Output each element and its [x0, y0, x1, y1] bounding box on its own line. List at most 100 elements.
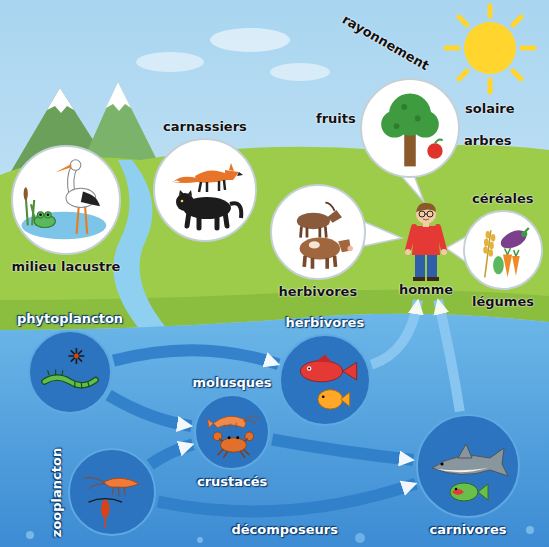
drawing-part [452, 489, 464, 495]
drawing-part [70, 160, 81, 171]
animal-bubble: carnassiers [153, 138, 257, 242]
food-bubble: céréaleslégumes [463, 210, 543, 290]
drawing-part [81, 192, 100, 207]
drawing-part [304, 256, 335, 269]
label-holder: arbres [464, 133, 511, 148]
drawing-part [341, 392, 350, 406]
drawing-part [237, 172, 243, 176]
flow-arrow [114, 350, 279, 364]
drawing-part [478, 484, 488, 500]
drawing-part [220, 438, 246, 452]
drawing-part [316, 354, 332, 362]
drawing-part [101, 500, 109, 518]
node-label: crustacés [197, 474, 267, 489]
label-holder: décomposeurs [232, 522, 339, 537]
drawing-part [325, 203, 334, 211]
drawing-part [488, 6, 493, 16]
drawing-part [396, 200, 456, 282]
drawing-part [244, 416, 260, 425]
node-label: carnivores [430, 522, 507, 537]
animal-bubble: herbivores [270, 184, 366, 280]
drawing-part [228, 436, 231, 439]
food-bubble: fruitsarbres [360, 78, 460, 178]
drawing-part [488, 80, 493, 92]
annotation-label: solaire [465, 101, 515, 116]
drawing-part [498, 227, 529, 252]
drawing-part [106, 82, 131, 111]
drawing-part [0, 145, 549, 330]
node-label: arbres [464, 133, 511, 148]
drawing-part [522, 46, 534, 51]
drawing-part [223, 423, 236, 431]
flow-arrow [109, 395, 192, 426]
drawing-part [436, 468, 488, 472]
drawing-part [343, 362, 357, 380]
drawing-part [136, 52, 204, 72]
label-holder: herbivores [279, 284, 358, 299]
drawing-part [236, 436, 239, 439]
drawing-part [425, 214, 427, 215]
person-drawing [396, 200, 456, 282]
plankton-bubble: zooplancton [68, 448, 156, 536]
drawing-part [459, 71, 467, 79]
flow-arrow [158, 484, 416, 512]
label-holder: zooplancton [12, 485, 101, 500]
node-label: phytoplancton [17, 311, 123, 326]
drawing-part [512, 256, 520, 276]
drawing-part [176, 193, 194, 211]
drawing-part [322, 395, 325, 398]
drawing-part [489, 249, 494, 257]
drawing-part [70, 450, 154, 534]
drawing-part [229, 163, 234, 171]
drawing-part [199, 180, 225, 192]
drawing-part [24, 187, 28, 200]
drawing-part [318, 390, 343, 409]
node-label: herbivores [279, 284, 358, 299]
drawing-part [225, 170, 239, 180]
label-holder: molusques [193, 375, 272, 390]
drawing-part [104, 518, 106, 527]
drawing-part [521, 231, 527, 237]
drawing-part [419, 211, 425, 217]
drawing-part [281, 336, 369, 424]
label-holder: rayonnement [337, 35, 434, 50]
node-label: zooplancton [49, 447, 64, 536]
node-label: céréales [472, 191, 534, 206]
drawing-part [446, 6, 534, 92]
flow-arrow [438, 300, 460, 412]
node-label: milieu lacustre [12, 259, 121, 274]
node-label: carnassiers [163, 119, 247, 134]
drawing-part [83, 477, 105, 488]
drawing-part [308, 368, 310, 370]
drawing-part [45, 212, 51, 218]
drawing-part [401, 104, 407, 110]
drawing-part [213, 416, 245, 427]
drawing-part [104, 478, 139, 487]
drawing-part [218, 449, 250, 458]
drawing-part [13, 147, 119, 253]
drawing-part [423, 219, 429, 220]
label-holder: céréales [472, 191, 534, 206]
drawing-part [155, 140, 255, 240]
node-label: molusques [193, 375, 272, 390]
drawing-part [416, 203, 436, 212]
predator-bubble: carnivores [416, 414, 520, 518]
plankton-bubble: phytoplancton [28, 330, 112, 414]
drawing-part [412, 226, 440, 255]
drawing-part [441, 249, 447, 255]
annotation-label: décomposeurs [232, 522, 339, 537]
drawing-part [39, 214, 42, 217]
label-holder: carnassiers [163, 119, 247, 134]
node-label: herbivores [286, 315, 365, 330]
drawing-part [179, 190, 192, 196]
drawing-part [415, 254, 425, 278]
drawing-part [74, 354, 79, 359]
drawing-part [446, 46, 458, 51]
drawing-part [77, 206, 88, 234]
drawing-part [47, 88, 74, 113]
annotation-label: rayonnement [339, 11, 431, 73]
drawing-part [197, 537, 203, 543]
flow-arrow [150, 444, 193, 465]
